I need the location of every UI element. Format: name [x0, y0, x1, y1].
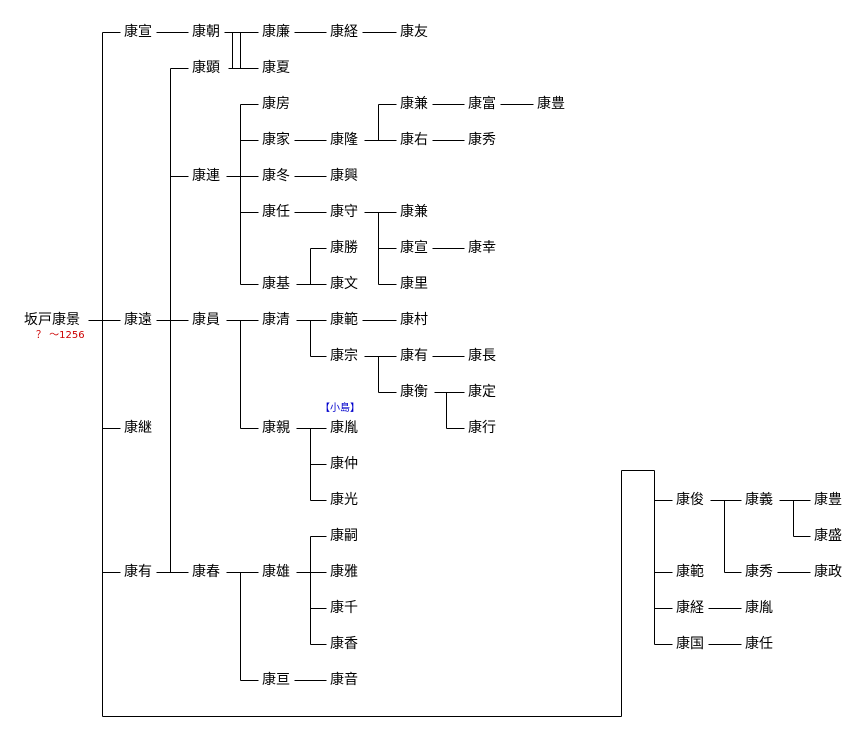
person-yasunobu-b: 康宣 [400, 240, 428, 256]
person-yasusen: 康千 [330, 600, 358, 616]
person-yasutane-b: 康胤 [745, 600, 773, 616]
person-yasutomo-a: 康朝 [192, 24, 220, 40]
person-yasuo: 康雄 [262, 564, 290, 580]
person-yasufumi: 康文 [330, 276, 358, 292]
person-yasukado: 康廉 [262, 24, 290, 40]
person-yasutoyo-b: 康豊 [814, 492, 842, 508]
person-yasuari-b: 康有 [400, 348, 428, 364]
person-yasumoto: 康基 [262, 276, 290, 292]
person-yasuharu: 康春 [192, 564, 220, 580]
person-yasumori: 康守 [330, 204, 358, 220]
person-yasunaga: 康長 [468, 348, 496, 364]
person-yasunori-b: 康範 [676, 564, 704, 580]
person-yasumitsu: 康光 [330, 492, 358, 508]
person-yasunatsu: 康夏 [262, 60, 290, 76]
person-yasuari: 康有 [124, 564, 152, 580]
person-yasutaka: 康隆 [330, 132, 358, 148]
person-yasuyoshi: 康義 [745, 492, 773, 508]
person-yasutsugu: 康継 [124, 420, 152, 436]
person-yasukazu: 康員 [192, 312, 220, 328]
person-yasutoshi: 康俊 [676, 492, 704, 508]
person-yasuaki: 康顕 [192, 60, 220, 76]
person-yasuoto: 康音 [330, 672, 358, 688]
person-yasuchika: 康親 [262, 420, 290, 436]
person-yasukane-a: 康兼 [400, 96, 428, 112]
person-yasutoo: 康遠 [124, 312, 152, 328]
person-yasutsune-b: 康経 [676, 600, 704, 616]
person-yasuyuki-a: 康幸 [468, 240, 496, 256]
root-lifespan-note: ？ 〜1256 [36, 330, 85, 341]
person-yasuie: 康家 [262, 132, 290, 148]
person-yasutane-a: 康胤 [330, 420, 358, 436]
person-yasutoyo-a: 康豊 [537, 96, 565, 112]
person-yasunobu-c: 康亘 [262, 672, 290, 688]
person-yasuka: 康香 [330, 636, 358, 652]
person-root: 坂戸康景 [24, 312, 80, 328]
person-yasukuni: 康国 [676, 636, 704, 652]
person-yasunori-a: 康範 [330, 312, 358, 328]
person-yasukane-b: 康兼 [400, 204, 428, 220]
person-yasusato: 康里 [400, 276, 428, 292]
person-yasumune: 康宗 [330, 348, 358, 364]
person-yasumura: 康村 [400, 312, 428, 328]
person-yasutou-b: 康任 [745, 636, 773, 652]
person-yasuhide-b: 康秀 [745, 564, 773, 580]
person-yasuhira: 康衡 [400, 384, 428, 400]
person-yasunobu: 康宣 [124, 24, 152, 40]
person-yasusuke: 康右 [400, 132, 428, 148]
person-yasutsura: 康連 [192, 168, 220, 184]
person-yasutomo-b: 康友 [400, 24, 428, 40]
person-yasukatsu: 康勝 [330, 240, 358, 256]
person-yasumasa-b: 康政 [814, 564, 842, 580]
person-yasukiyo: 康清 [262, 312, 290, 328]
person-yasusada: 康定 [468, 384, 496, 400]
person-yasutou: 康任 [262, 204, 290, 220]
person-yasufusa: 康房 [262, 96, 290, 112]
person-yasutsugu-b: 康嗣 [330, 528, 358, 544]
person-yasumori-b: 康盛 [814, 528, 842, 544]
person-yasuoki: 康興 [330, 168, 358, 184]
person-yasumasa-a: 康雅 [330, 564, 358, 580]
person-yasutomi: 康富 [468, 96, 496, 112]
person-yasuhide-a: 康秀 [468, 132, 496, 148]
kojima-branch-note: 【小島】 [320, 403, 360, 414]
person-yasunaka: 康仲 [330, 456, 358, 472]
person-yasufuyu: 康冬 [262, 168, 290, 184]
person-yasutsune-a: 康経 [330, 24, 358, 40]
person-yasuyuki-b: 康行 [468, 420, 496, 436]
